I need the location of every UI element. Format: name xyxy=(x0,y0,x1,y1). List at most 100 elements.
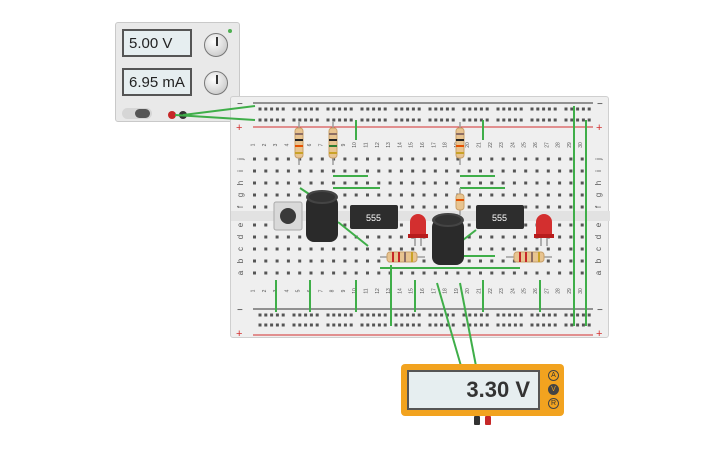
column-label: 28 xyxy=(556,142,562,148)
row-label: c xyxy=(236,247,245,251)
breadboard-hole xyxy=(270,118,274,122)
breadboard-hole xyxy=(490,169,494,173)
breadboard-hole xyxy=(411,259,415,263)
negative-terminal-icon[interactable] xyxy=(179,111,187,119)
breadboard-hole xyxy=(411,235,415,239)
row-label: i xyxy=(236,170,245,172)
power-supply[interactable]: 5.00 V 6.95 mA xyxy=(115,22,240,122)
breadboard-hole xyxy=(275,223,279,227)
black-probe-icon[interactable] xyxy=(474,416,480,425)
breadboard-hole xyxy=(388,259,392,263)
breadboard-hole xyxy=(456,193,460,197)
breadboard-hole xyxy=(309,157,313,161)
breadboard-hole xyxy=(546,193,550,197)
breadboard-hole xyxy=(411,157,415,161)
breadboard-hole xyxy=(383,313,387,317)
breadboard-hole xyxy=(264,107,268,111)
breadboard-hole xyxy=(433,169,437,173)
breadboard-hole xyxy=(377,259,381,263)
breadboard-hole xyxy=(445,259,449,263)
breadboard-hole xyxy=(377,235,381,239)
breadboard-hole xyxy=(292,323,296,327)
breadboard-hole xyxy=(377,107,381,111)
breadboard-hole xyxy=(456,271,460,275)
breadboard-hole xyxy=(377,169,381,173)
breadboard-hole xyxy=(462,313,466,317)
breadboard-hole xyxy=(569,247,573,251)
breadboard-hole xyxy=(298,259,302,263)
breadboard-hole xyxy=(332,181,336,185)
breadboard-hole xyxy=(399,259,403,263)
breadboard-hole xyxy=(479,193,482,197)
breadboard-hole xyxy=(535,235,539,239)
column-label: 24 xyxy=(510,288,516,294)
breadboard-hole xyxy=(366,247,369,251)
breadboard-hole xyxy=(354,259,358,263)
breadboard-hole xyxy=(558,181,562,185)
breadboard-hole xyxy=(411,118,415,122)
breadboard-hole xyxy=(286,271,290,275)
breadboard-hole xyxy=(530,107,534,111)
column-label: 30 xyxy=(578,288,584,294)
breadboard-hole xyxy=(542,107,546,111)
breadboard-hole xyxy=(501,235,505,239)
mode-voltmeter-button[interactable]: V xyxy=(548,384,559,395)
breadboard-hole xyxy=(479,205,482,209)
current-knob[interactable] xyxy=(204,71,228,95)
breadboard-hole xyxy=(258,118,262,122)
column-label: 29 xyxy=(567,288,573,294)
breadboard-hole xyxy=(417,107,421,111)
row-label: g xyxy=(594,193,603,197)
breadboard-hole xyxy=(576,118,580,122)
mode-ammeter-button[interactable]: A xyxy=(548,370,559,381)
mode-ohmmeter-button[interactable]: R xyxy=(548,398,559,409)
power-switch[interactable] xyxy=(122,108,152,119)
row-label: e xyxy=(594,222,603,227)
breadboard-hole xyxy=(479,259,482,263)
breadboard-hole xyxy=(377,157,381,161)
breadboard-hole xyxy=(535,157,539,161)
positive-terminal-icon[interactable] xyxy=(168,111,176,119)
breadboard-hole xyxy=(558,205,562,209)
breadboard-hole xyxy=(309,247,313,251)
breadboard-hole xyxy=(332,118,336,122)
breadboard-hole xyxy=(411,271,415,275)
breadboard-hole xyxy=(433,181,437,185)
breadboard-hole xyxy=(338,313,342,317)
voltage-knob[interactable] xyxy=(204,33,228,57)
multimeter[interactable]: 3.30 V A V R xyxy=(401,364,564,416)
column-label: 12 xyxy=(375,142,381,148)
breadboard-hole xyxy=(264,181,268,185)
breadboard-hole xyxy=(502,313,506,317)
current-display: 6.95 mA xyxy=(122,68,192,96)
breadboard-hole xyxy=(490,223,494,227)
breadboard-hole xyxy=(485,118,489,122)
breadboard-hole xyxy=(547,313,551,317)
row-label: b xyxy=(236,258,245,263)
breadboard-hole xyxy=(343,169,347,173)
breadboard-hole xyxy=(501,169,505,173)
breadboard-hole xyxy=(286,169,290,173)
breadboard-hole xyxy=(468,313,472,317)
breadboard-hole xyxy=(524,259,528,263)
breadboard-hole xyxy=(445,271,449,275)
rail-minus-left-bottom: − xyxy=(237,305,243,316)
breadboard-hole xyxy=(558,223,562,227)
breadboard-hole xyxy=(513,313,517,317)
breadboard-hole xyxy=(512,193,516,197)
breadboard-hole xyxy=(546,157,550,161)
breadboard-hole xyxy=(422,259,426,263)
red-probe-icon[interactable] xyxy=(485,416,491,425)
breadboard-hole xyxy=(275,107,279,111)
breadboard-hole xyxy=(320,223,324,227)
column-label: 25 xyxy=(522,288,528,294)
breadboard-hole xyxy=(580,271,584,275)
breadboard-hole xyxy=(519,323,523,327)
breadboard-hole xyxy=(580,181,584,185)
breadboard-hole xyxy=(399,235,403,239)
column-label: 18 xyxy=(443,142,449,148)
breadboard-hole xyxy=(411,323,415,327)
breadboard-hole xyxy=(286,181,290,185)
column-label: 22 xyxy=(488,142,494,148)
